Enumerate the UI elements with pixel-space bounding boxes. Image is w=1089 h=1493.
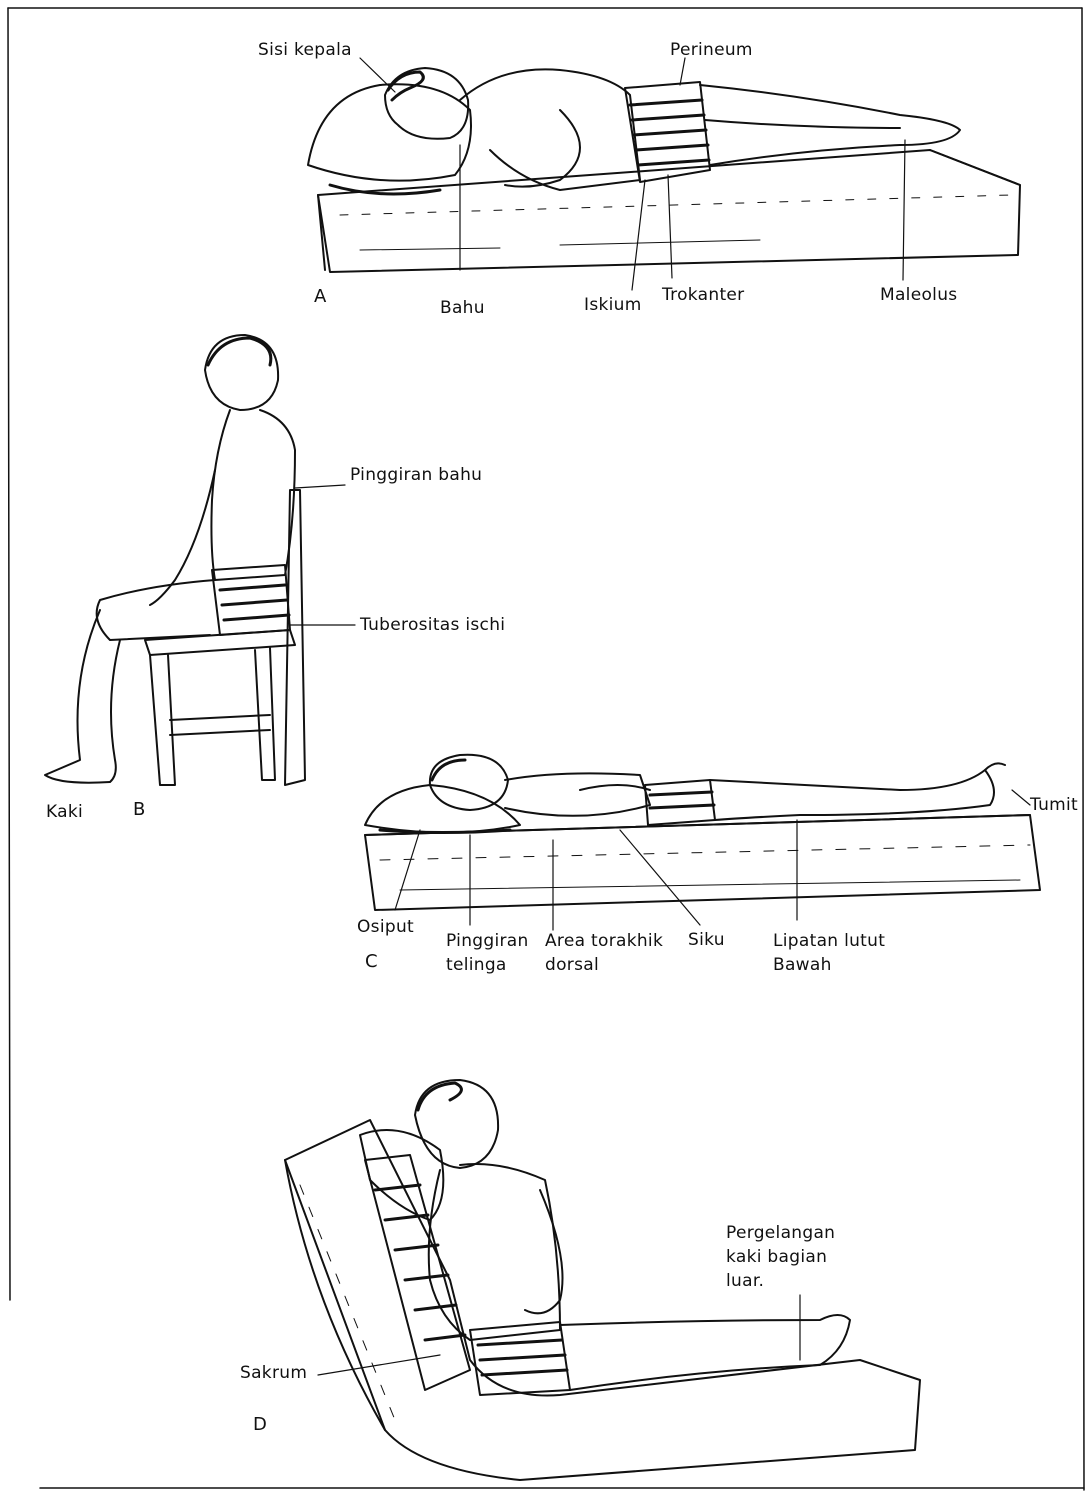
panel-d-letter: D xyxy=(253,1415,267,1435)
label-osiput: Osiput xyxy=(357,917,414,937)
label-pinggiran-bahu: Pinggiran bahu xyxy=(350,465,482,485)
label-lipatan-lutut-bawah: Lipatan lutut Bawah xyxy=(773,929,898,977)
label-tuberositas-ischi: Tuberositas ischi xyxy=(360,615,505,635)
label-sakrum: Sakrum xyxy=(240,1363,307,1383)
panel-c-drawing xyxy=(365,755,1040,930)
label-bahu: Bahu xyxy=(440,298,485,318)
label-sisi-kepala: Sisi kepala xyxy=(258,40,352,60)
panel-c-letter: C xyxy=(365,952,378,972)
panel-b-letter: B xyxy=(133,800,146,820)
label-iskium: Iskium xyxy=(584,295,642,315)
label-pinggiran-telinga: Pinggiran telinga xyxy=(446,929,536,977)
label-kaki: Kaki xyxy=(46,802,83,822)
label-tumit: Tumit xyxy=(1030,795,1078,815)
panel-a-letter: A xyxy=(314,287,327,307)
page-frame xyxy=(8,8,1084,1490)
label-area-torakhik-dorsal: Area torakhik dorsal xyxy=(545,929,673,977)
panel-b-drawing xyxy=(45,335,355,785)
label-pergelangan-kaki-bagian-luar: Pergelangan kaki bagian luar. xyxy=(726,1221,846,1293)
panel-a-drawing xyxy=(308,58,1020,290)
label-maleolus: Maleolus xyxy=(880,285,957,305)
label-trokanter: Trokanter xyxy=(662,285,744,305)
label-siku: Siku xyxy=(688,930,725,950)
label-perineum: Perineum xyxy=(670,40,753,60)
